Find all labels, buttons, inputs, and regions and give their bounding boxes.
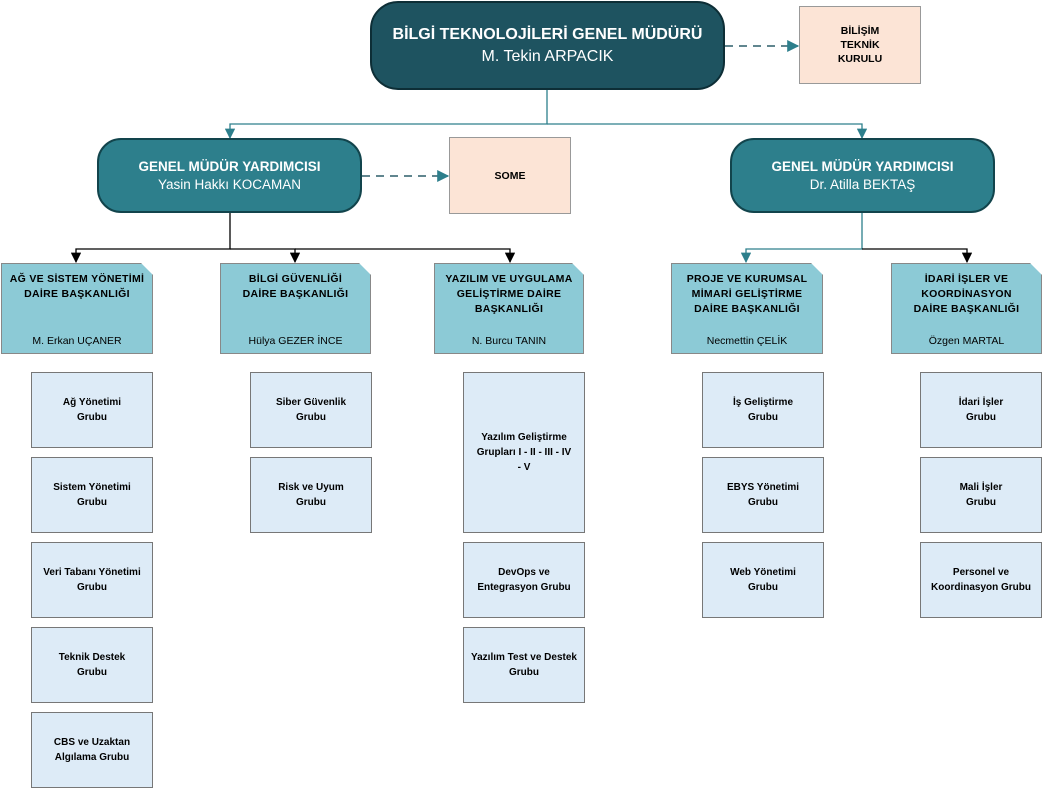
group-label: İş Geliştirme Grubu: [732, 397, 794, 423]
group-label: Ağ Yönetimi Grubu: [62, 397, 122, 423]
group-box: Web Yönetimi Grubu: [702, 542, 824, 618]
department-title: BİLGİ GÜVENLİĞİ DAİRE BAŞKANLIĞI: [242, 273, 349, 300]
group-label: Personel ve Koordinasyon Grubu: [931, 567, 1031, 593]
board-box: BİLİŞİM TEKNİK KURULU: [799, 6, 921, 84]
department-title: AĞ VE SİSTEM YÖNETİMİ DAİRE BAŞKANLIĞI: [9, 273, 145, 300]
deputy-1-name: Yasin Hakkı KOCAMAN: [157, 177, 302, 192]
group-label: Siber Güvenlik Grubu: [275, 397, 347, 423]
group-label: Yazılım Geliştirme Grupları I - II - III…: [476, 432, 572, 473]
department-administrative-affairs: İDARİ İŞLER VE KOORDİNASYON DAİRE BAŞKAN…: [891, 263, 1042, 354]
department-title: İDARİ İŞLER VE KOORDİNASYON DAİRE BAŞKAN…: [913, 273, 1020, 315]
line-gm-deputies: [224, 90, 548, 140]
deputy-2-name: Dr. Atilla BEKTAŞ: [809, 177, 916, 192]
group-box: Teknik Destek Grubu: [31, 627, 153, 703]
group-label: Yazılım Test ve Destek Grubu: [471, 652, 577, 678]
group-box: Yazılım Test ve Destek Grubu: [463, 627, 585, 703]
group-box: EBYS Yönetimi Grubu: [702, 457, 824, 533]
department-head: M. Erkan UÇANER: [32, 335, 122, 347]
group-label: Veri Tabanı Yönetimi Grubu: [43, 567, 141, 593]
department-head: Özgen MARTAL: [928, 335, 1005, 347]
group-label: EBYS Yönetimi Grubu: [726, 482, 800, 508]
department-network-systems: AĞ VE SİSTEM YÖNETİMİ DAİRE BAŞKANLIĞI M…: [1, 263, 153, 354]
group-box: CBS ve Uzaktan Algılama Grubu: [31, 712, 153, 788]
general-manager-name: M. Tekin ARPACIK: [481, 47, 614, 65]
line-deputy2-depts: [740, 212, 863, 264]
department-head: N. Burcu TANIN: [471, 335, 547, 347]
department-software-development: YAZILIM VE UYGULAMA GELİŞTİRME DAİRE BAŞ…: [434, 263, 584, 354]
line-deputy1-depts: [70, 212, 231, 264]
board-label: BİLİŞİM TEKNİK KURULU: [837, 25, 883, 65]
group-label: DevOps ve Entegrasyon Grubu: [477, 567, 571, 593]
group-label: İdari İşler Grubu: [958, 397, 1004, 423]
general-manager-title: BİLGİ TEKNOLOJİLERİ GENEL MÜDÜRÜ: [392, 25, 703, 43]
deputy-2-title: GENEL MÜDÜR YARDIMCISI: [771, 159, 954, 174]
group-label: Sistem Yönetimi Grubu: [53, 482, 131, 508]
group-label: CBS ve Uzaktan Algılama Grubu: [53, 737, 131, 763]
group-box: DevOps ve Entegrasyon Grubu: [463, 542, 585, 618]
group-label: Web Yönetimi Grubu: [730, 567, 796, 593]
group-box: Mali İşler Grubu: [920, 457, 1042, 533]
department-project-architecture: PROJE VE KURUMSAL MİMARİ GELİŞTİRME DAİR…: [671, 263, 823, 354]
group-label: Mali İşler Grubu: [959, 482, 1003, 508]
general-manager-box: BİLGİ TEKNOLOJİLERİ GENEL MÜDÜRÜ M. Teki…: [370, 1, 725, 90]
group-box: Yazılım Geliştirme Grupları I - II - III…: [463, 372, 585, 533]
line-gm-deputy2: [547, 123, 868, 140]
group-box: Risk ve Uyum Grubu: [250, 457, 372, 533]
group-box: Veri Tabanı Yönetimi Grubu: [31, 542, 153, 618]
group-box: Sistem Yönetimi Grubu: [31, 457, 153, 533]
group-box: İş Geliştirme Grubu: [702, 372, 824, 448]
department-information-security: BİLGİ GÜVENLİĞİ DAİRE BAŞKANLIĞI Hülya G…: [220, 263, 371, 354]
deputy-1-title: GENEL MÜDÜR YARDIMCISI: [138, 159, 321, 174]
department-title: PROJE VE KURUMSAL MİMARİ GELİŞTİRME DAİR…: [686, 273, 808, 315]
department-title: YAZILIM VE UYGULAMA GELİŞTİRME DAİRE BAŞ…: [445, 273, 573, 315]
some-box: SOME: [449, 137, 571, 214]
group-box: Siber Güvenlik Grubu: [250, 372, 372, 448]
group-box: Ağ Yönetimi Grubu: [31, 372, 153, 448]
group-box: Personel ve Koordinasyon Grubu: [920, 542, 1042, 618]
deputy-box-1: GENEL MÜDÜR YARDIMCISI Yasin Hakkı KOCAM…: [97, 138, 362, 213]
department-head: Necmettin ÇELİK: [706, 335, 788, 347]
group-label: Teknik Destek Grubu: [58, 652, 126, 678]
group-label: Risk ve Uyum Grubu: [278, 482, 344, 508]
department-head: Hülya GEZER İNCE: [248, 335, 343, 347]
some-label: SOME: [494, 169, 526, 182]
group-box: İdari İşler Grubu: [920, 372, 1042, 448]
deputy-box-2: GENEL MÜDÜR YARDIMCISI Dr. Atilla BEKTAŞ: [730, 138, 995, 213]
